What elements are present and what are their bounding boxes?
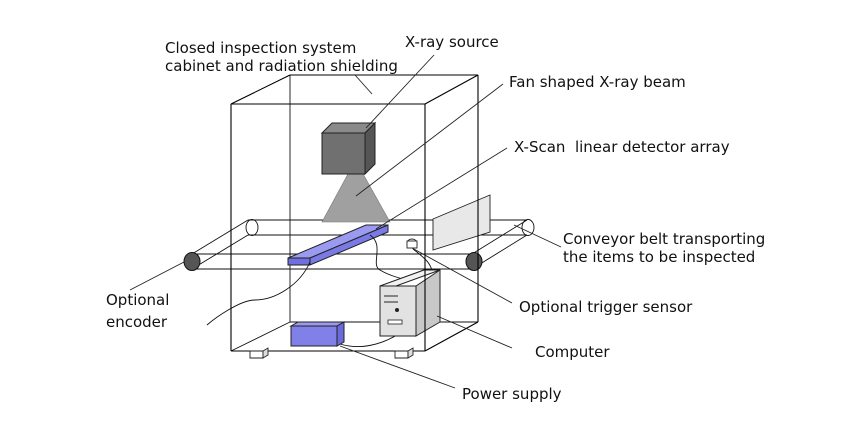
detector-array — [287, 224, 389, 266]
leader-lines — [129, 54, 562, 389]
back-left-roller — [245, 219, 259, 236]
encoder-label-line2: encoder — [106, 313, 168, 331]
xray-beam — [321, 171, 391, 223]
xray-source-side — [364, 121, 376, 176]
cabinet-label-line2: cabinet and radiation shielding — [165, 57, 398, 75]
computer-side — [415, 269, 441, 337]
power-supply-label: Power supply — [462, 385, 562, 403]
back-right-roller — [521, 219, 535, 236]
conveyor-label-line2: the items to be inspected — [563, 248, 756, 266]
fan-beam-label: Fan shaped X-ray beam — [509, 73, 686, 91]
cabinet-label: Closed inspection system cabinet and rad… — [165, 39, 398, 75]
xray-source-label: X-ray source — [405, 33, 499, 51]
xray-source-front — [321, 132, 366, 175]
detector-front — [287, 257, 311, 266]
power-supply — [289, 321, 346, 347]
computer-label: Computer — [535, 343, 610, 361]
cabinet-label-line1: Closed inspection system — [165, 39, 357, 57]
cabinet-feet — [249, 347, 414, 359]
detector-label: X-Scan linear detector array — [514, 138, 730, 156]
encoder-label: Optional encoder — [106, 289, 169, 333]
conveyor-label: Conveyor belt transporting the items to … — [563, 230, 765, 266]
trigger-sensor — [406, 238, 418, 249]
conveyor-label-line1: Conveyor belt transporting — [563, 230, 766, 248]
computer — [379, 269, 441, 337]
front-right-roller — [465, 252, 483, 271]
front-left-roller — [183, 252, 201, 271]
trigger-sensor-label: Optional trigger sensor — [519, 298, 693, 316]
inspection-item-panel — [432, 194, 491, 251]
encoder-label-line1: Optional — [106, 291, 170, 309]
xray-source-box — [320, 121, 391, 223]
